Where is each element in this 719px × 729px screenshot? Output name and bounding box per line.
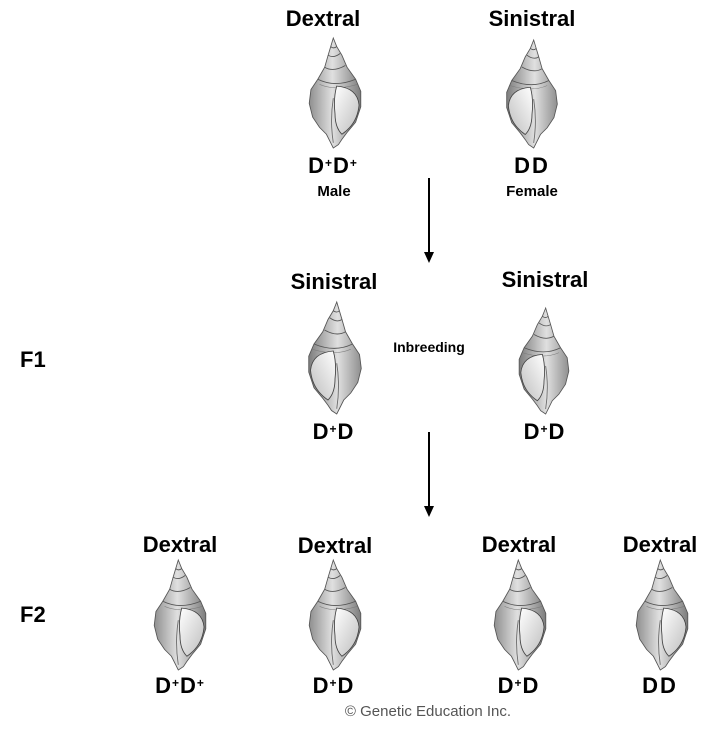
cross-arrow-2 [424,432,434,517]
parent-right-phenotype: Sinistral [488,6,576,31]
copyright-notice: © Genetic Education Inc. [344,703,512,720]
dextral-shell-icon [153,559,207,671]
dextral-shell-icon [308,559,362,671]
f2-offspring-1-phenotype: Dextral [142,532,218,557]
dextral-shell-icon [308,37,362,149]
f1-right-genotype: D+D [523,419,565,444]
cross-arrow-1 [424,178,434,263]
f2-offspring-2-phenotype: Dextral [297,533,373,558]
sinistral-shell-icon [506,39,558,149]
f2-offspring-4-genotype: DD [642,673,676,698]
f2-offspring-4-phenotype: Dextral [622,532,698,557]
parent-right-sex: Female [506,183,558,200]
f1-right-phenotype: Sinistral [501,267,589,292]
parent-left-genotype: D+D+ [308,153,357,178]
dextral-shell-icon [635,559,689,671]
sinistral-shell-icon [308,301,362,415]
f2-offspring-3-phenotype: Dextral [481,532,557,557]
parent-left-phenotype: Dextral [285,6,361,31]
f2-offspring-3-genotype: D+D [497,673,539,698]
f2-offspring-1-genotype: D+D+ [155,673,204,698]
sinistral-shell-icon [518,307,570,415]
f2-label: F2 [20,602,46,627]
f1-label: F1 [20,347,46,372]
f1-left-genotype: D+D [312,419,354,444]
parent-left-sex: Male [317,183,351,200]
parent-right-genotype: DD [514,153,548,178]
f2-offspring-2-genotype: D+D [312,673,354,698]
dextral-shell-icon [493,559,547,671]
f1-left-phenotype: Sinistral [290,269,378,294]
inbreeding-label: Inbreeding [393,339,465,355]
